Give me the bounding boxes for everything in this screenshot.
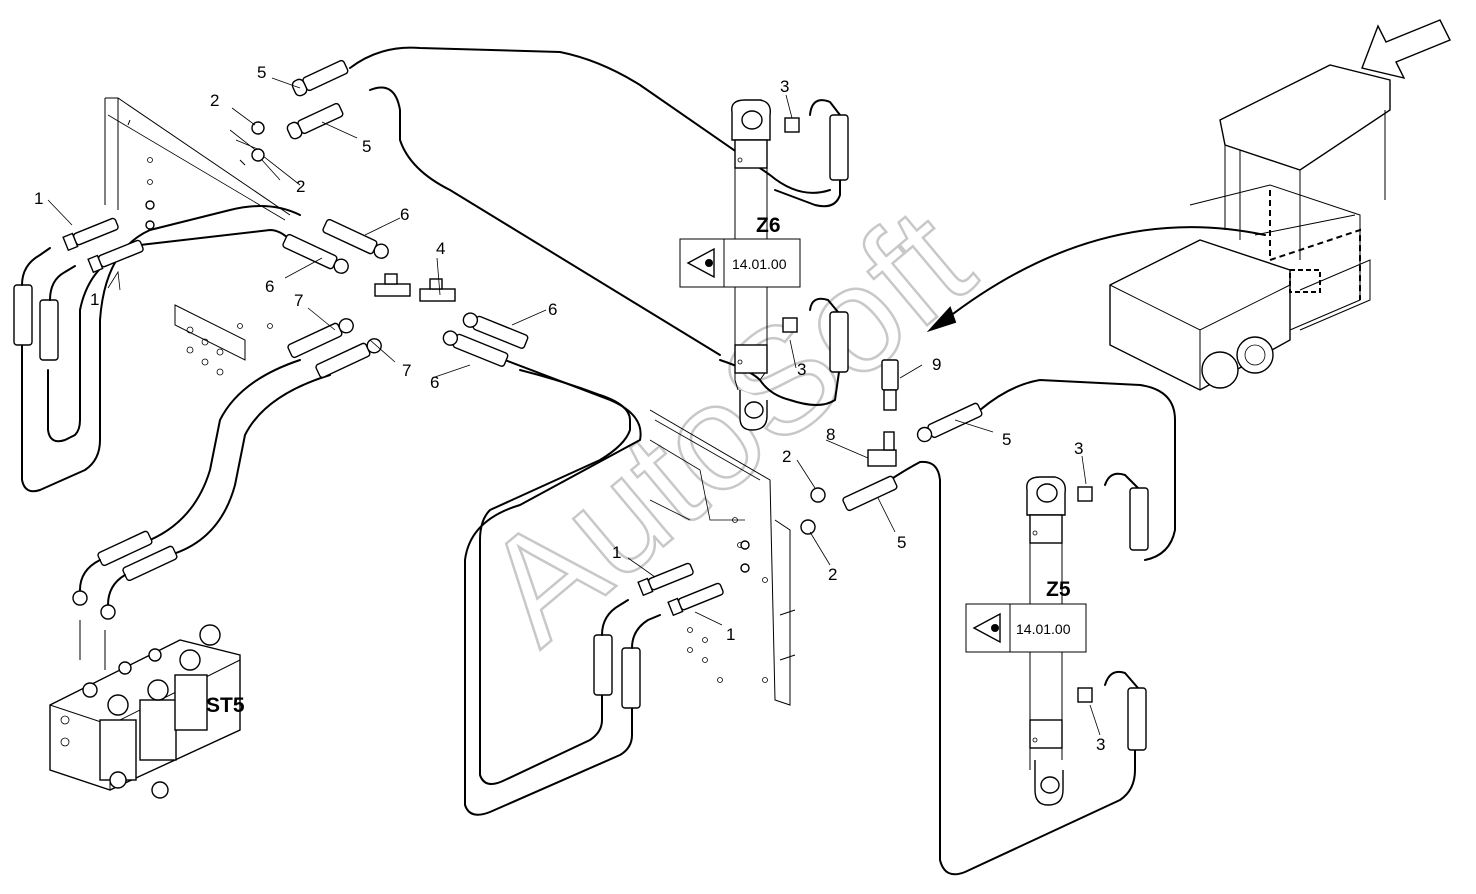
- callouts: 1 1 1 1 2 2 2 2 3 3 3 3 4 5 5 5 5 6 6 6 …: [34, 63, 1105, 754]
- callout-3: 3: [780, 77, 789, 96]
- paver-machine: [1109, 64, 1391, 391]
- assembly-label-z6: Z6: [756, 214, 781, 237]
- callout-2: 2: [210, 91, 219, 110]
- left-mounting-plate: [104, 97, 301, 376]
- hose-lines: [21, 46, 1176, 876]
- callout-2: 2: [296, 177, 305, 196]
- callout-5: 5: [1002, 430, 1011, 449]
- view-ref-z5: 14.01.00: [965, 603, 1087, 653]
- view-eye-icon: [686, 247, 715, 279]
- callout-7: 7: [294, 291, 303, 310]
- cylinder-z5: [1026, 476, 1066, 806]
- callout-1: 1: [34, 189, 43, 208]
- leader-lines: [47, 77, 1101, 736]
- callout-1: 1: [612, 543, 621, 562]
- valve-block-st5: [49, 620, 241, 799]
- callout-6: 6: [430, 373, 439, 392]
- callout-6: 6: [400, 205, 409, 224]
- view-direction-arrow-icon: [1361, 19, 1451, 80]
- assembly-label-z5: Z5: [1046, 578, 1071, 601]
- pointer-arrowhead: [926, 306, 957, 333]
- callout-7: 7: [402, 361, 411, 380]
- callout-6: 6: [548, 300, 557, 319]
- hose-fittings: [13, 59, 1149, 751]
- callout-4: 4: [436, 239, 445, 258]
- pointer-arrow-icon: [944, 226, 1266, 321]
- callout-8: 8: [826, 425, 835, 444]
- callout-3: 3: [1096, 735, 1105, 754]
- callout-5: 5: [362, 137, 371, 156]
- callout-3: 3: [1074, 439, 1083, 458]
- callout-5: 5: [897, 533, 906, 552]
- view-ref-label: 14.01.00: [1016, 621, 1071, 637]
- callout-2: 2: [828, 565, 837, 584]
- callout-2: 2: [782, 447, 791, 466]
- view-ref-z6: 14.01.00: [679, 238, 801, 288]
- view-eye-icon: [972, 612, 1001, 644]
- view-ref-label: 14.01.00: [732, 256, 787, 272]
- callout-1: 1: [90, 290, 99, 309]
- callout-5: 5: [257, 63, 266, 82]
- callout-3: 3: [797, 360, 806, 379]
- assembly-label-st5: ST5: [206, 694, 245, 717]
- callout-6: 6: [265, 277, 274, 296]
- callout-1: 1: [726, 625, 735, 644]
- callout-9: 9: [932, 355, 941, 374]
